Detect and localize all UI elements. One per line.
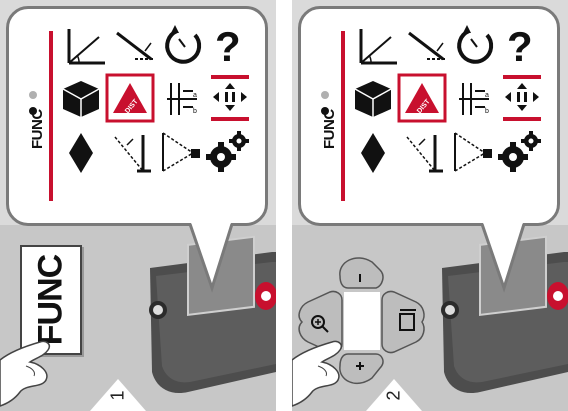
step-panel-1: FUNC <box>0 0 276 411</box>
step-panel-2: FUNC <box>292 0 568 411</box>
pressing-hand <box>0 0 276 411</box>
step-marker-2: 2 <box>366 377 422 411</box>
step-marker-1: 1 <box>90 377 146 411</box>
pressing-hand <box>292 0 568 411</box>
step-number: 2 <box>384 368 405 411</box>
step-number: 1 <box>108 368 129 411</box>
